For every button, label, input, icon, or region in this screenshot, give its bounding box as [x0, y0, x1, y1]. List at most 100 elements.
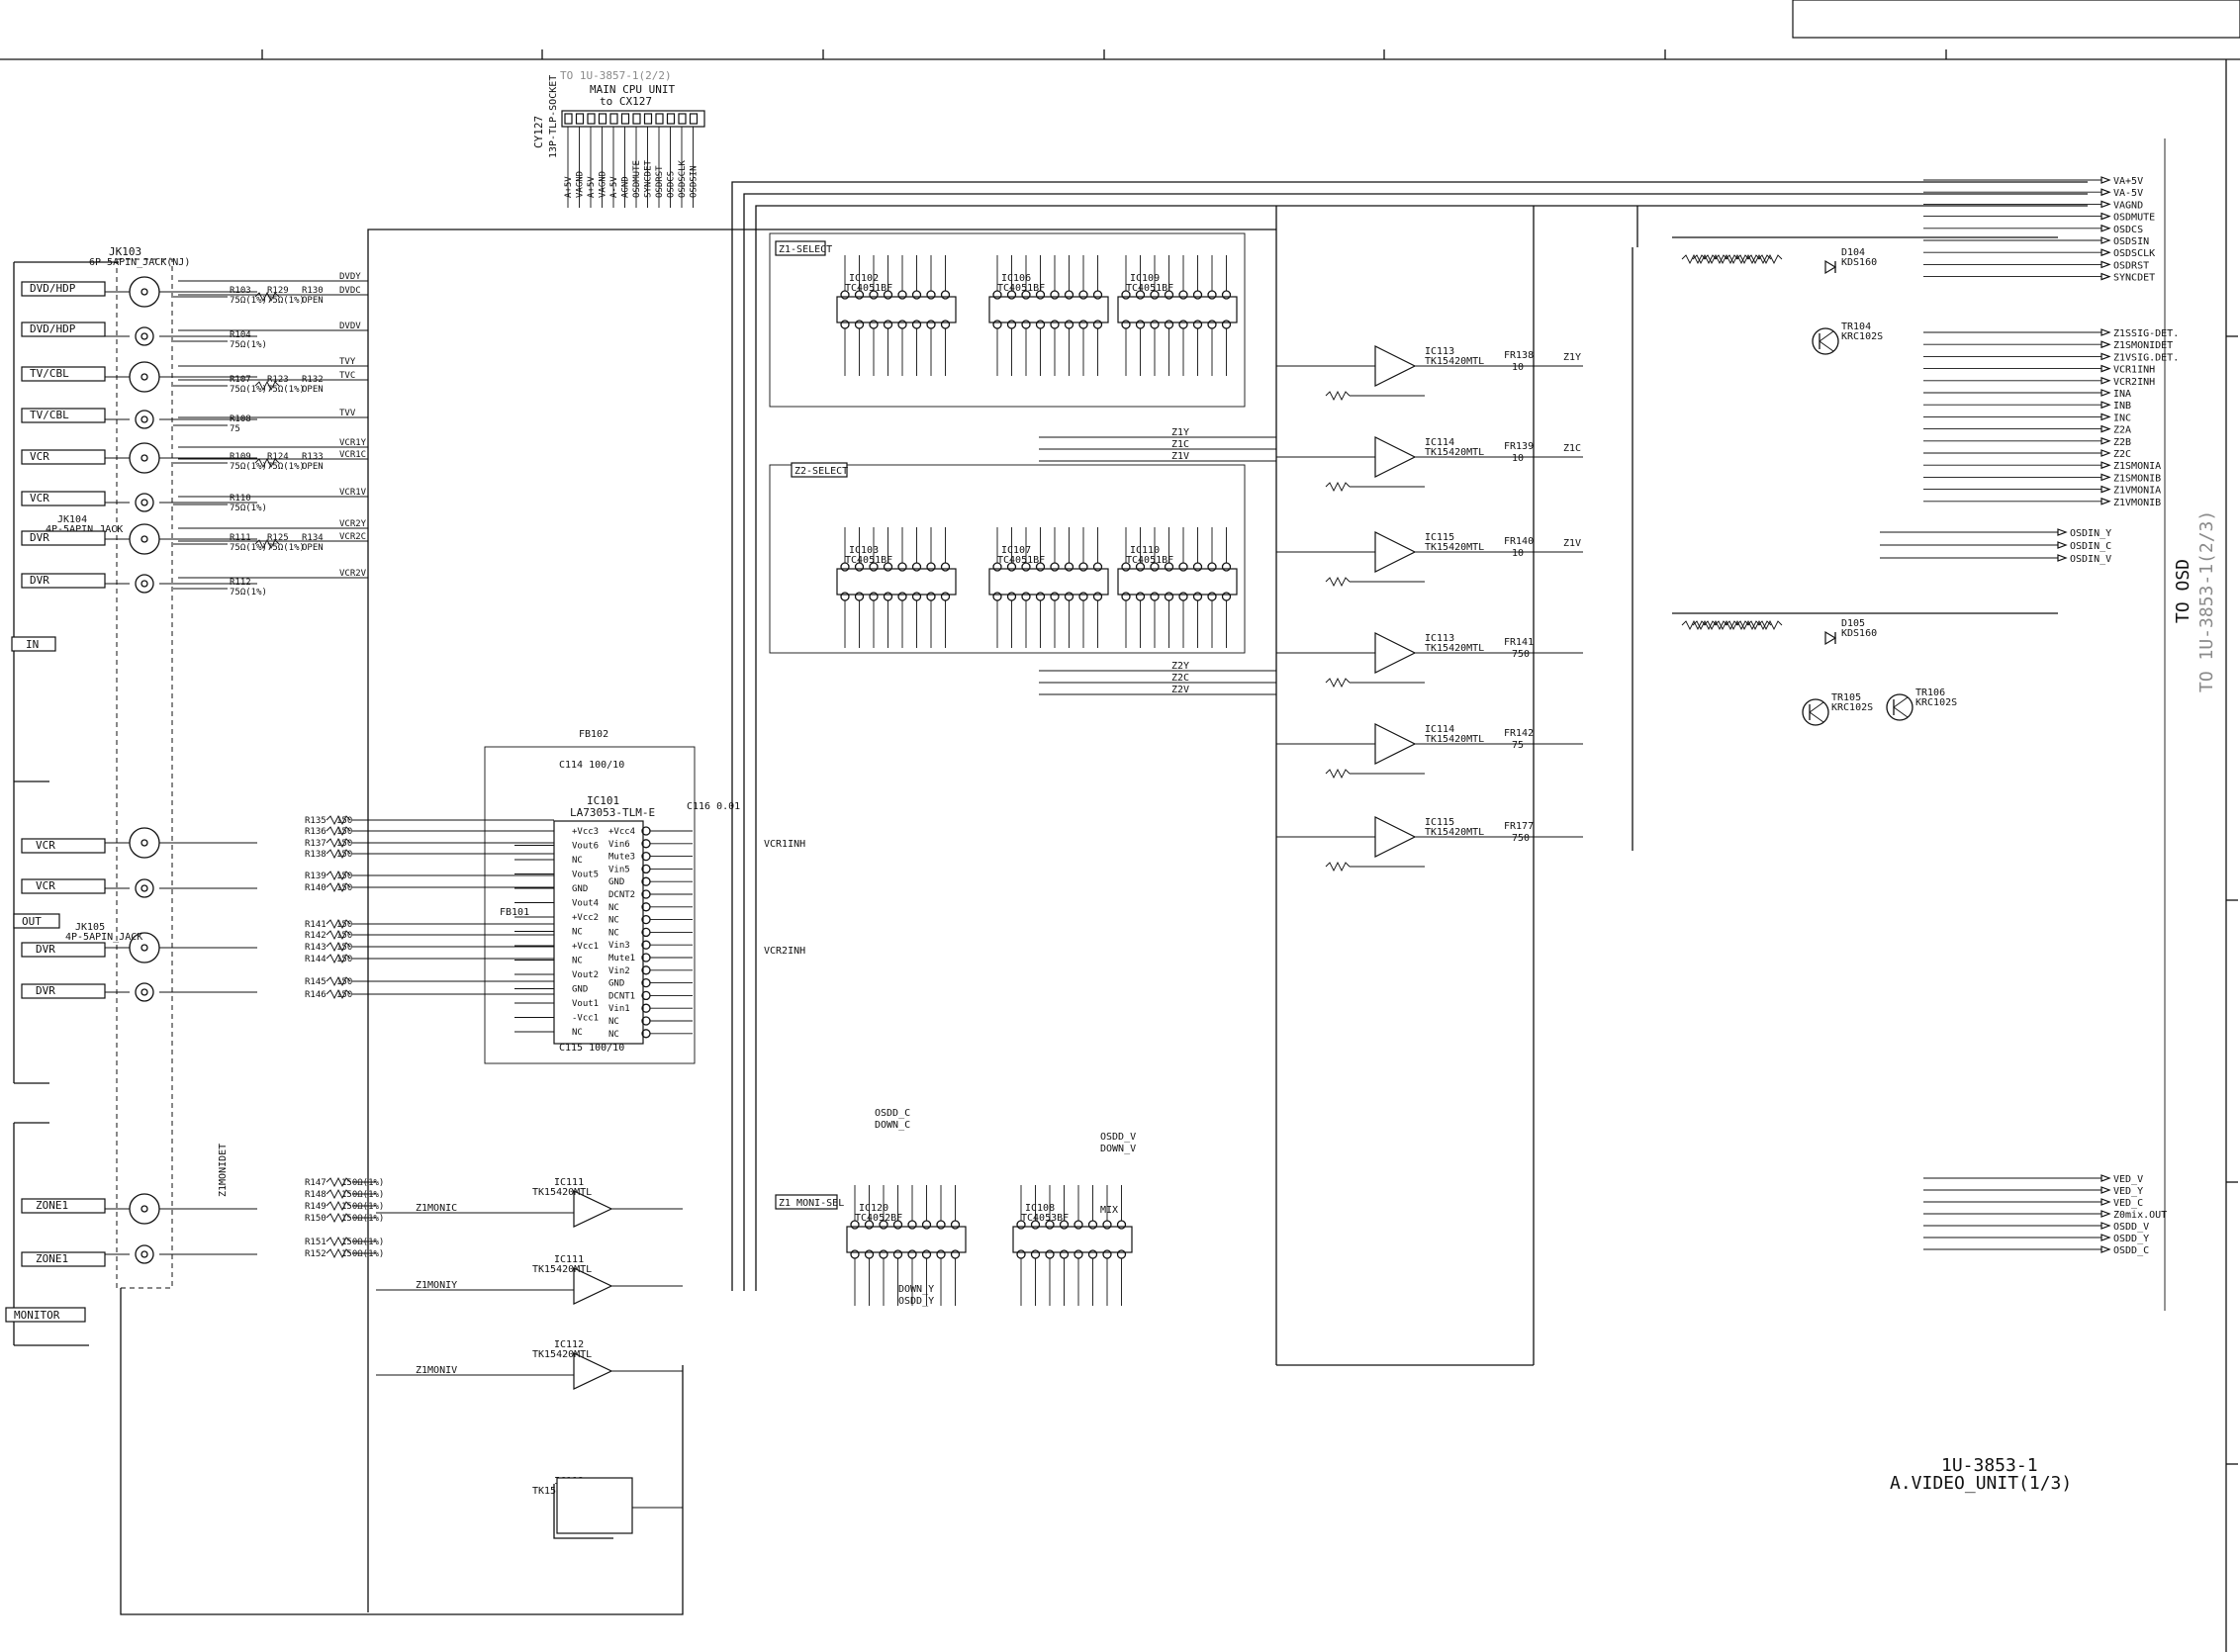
main-cpu-connector: TO 1U-3857-1(2/2) MAIN CPU UNIT to CX127…	[532, 69, 705, 208]
main-cpu-to-label: to CX127	[600, 95, 652, 108]
right-bottom-net-label: OSDD_C	[2113, 1245, 2149, 1256]
buffer-net: Z1MONIC	[416, 1203, 457, 1214]
right-output-nets-mid: Z1SSIG-DET.Z1SMONIDETZ1VSIG.DET.VCR1INHV…	[1923, 328, 2179, 508]
resistor-ref: R129	[267, 286, 289, 296]
jack-pin	[140, 839, 148, 847]
zone-net-label: Z2C	[1171, 673, 1189, 684]
right-osd-net-arrow	[2057, 554, 2068, 562]
resistor-symbol	[326, 1200, 351, 1212]
input-net-label: DVDC	[339, 286, 361, 296]
input-net-label: VCR1C	[339, 450, 366, 460]
opamp-out-value: 750	[1512, 649, 1530, 660]
ic101-right-pin: Vin5	[608, 865, 630, 874]
opamp-net: Z1Y	[1563, 352, 1581, 363]
resistor-ref: R146	[305, 990, 327, 1000]
jack-pin	[140, 499, 148, 506]
right-mid-net-label: VCR2INH	[2113, 377, 2155, 388]
opamp-out-value: 10	[1512, 362, 1524, 373]
connector-pin-label: AGND	[621, 176, 631, 198]
resistor-symbol	[326, 881, 351, 893]
mux-chip-body	[836, 568, 957, 596]
right-mid-net-arrow	[2100, 364, 2111, 373]
opamp-ref: IC114	[1425, 437, 1454, 448]
resistor-value: 150Ω(1%)	[341, 1214, 384, 1224]
resistor-symbol	[326, 848, 351, 860]
right-mid-net-arrow	[2100, 485, 2111, 494]
opamp-out-ref: FR140	[1504, 536, 1534, 547]
out-section-label: OUT	[22, 915, 42, 928]
opamp-ref: IC114	[1425, 724, 1454, 735]
in-section-box	[11, 636, 56, 652]
ic101-left-pin: GND	[572, 884, 588, 894]
monitor-section-box	[5, 1307, 86, 1323]
right-top-net-arrow	[2100, 176, 2111, 184]
input-jack-label: DVR	[30, 574, 49, 587]
transistor-symbol	[1802, 698, 1829, 726]
ic101-left-pin: +Vcc1	[572, 942, 599, 952]
mux-chip-part: TC4051BF	[997, 283, 1045, 294]
right-bottom-net-arrow	[2100, 1186, 2111, 1194]
transistor-ref: TR104	[1841, 321, 1871, 332]
top-ref-label: TO 1U-3857-1(2/2)	[560, 69, 672, 82]
mux-chip-ref: IC103	[849, 545, 879, 556]
right-top-net-label: OSDCS	[2113, 225, 2143, 235]
opamp-triangle	[1374, 632, 1417, 674]
input-net-label: DVDV	[339, 321, 361, 331]
ic101-amplifier: IC101 LA73053-TLM-E +Vcc3Vout6NCVout5GND…	[484, 729, 805, 1064]
ic101-left-pin: Vout1	[572, 999, 599, 1009]
out-section-box	[13, 913, 60, 929]
connector-pins	[564, 113, 699, 208]
c116-label: C116 0.01	[687, 801, 740, 812]
mux-chip-ref: IC120	[859, 1203, 888, 1214]
mux-chip-part: TC4051BF	[997, 555, 1045, 566]
right-top-net-arrow	[2100, 272, 2111, 281]
jk105-type: 4P-5APIN_JACK	[65, 932, 142, 943]
feedback-resistor	[1325, 576, 1351, 588]
opamp-ref: IC113	[1425, 633, 1454, 644]
connector-pin	[632, 113, 641, 125]
opamp-out-ref: FR139	[1504, 441, 1534, 452]
ic101-part: LA73053-TLM-E	[570, 806, 655, 819]
zone-net-label: Z2Y	[1171, 661, 1189, 672]
mux-chip-ref: IC110	[1130, 545, 1160, 556]
opamp-out-value: 75	[1512, 740, 1524, 751]
resistor-value: 75Ω(1%)	[230, 340, 267, 350]
ic101-right-pin: Vin2	[608, 966, 630, 976]
mux-chip-body	[836, 296, 957, 323]
jack-pin	[140, 988, 148, 996]
z1-moni-sel-label: Z1 MONI-SEL	[779, 1198, 844, 1209]
right-bottom-net-arrow	[2100, 1222, 2111, 1230]
mux-chip-body	[1117, 568, 1238, 596]
resistor-value: 75Ω(1%)	[267, 462, 305, 472]
diode-symbol	[1824, 259, 1837, 275]
input-net-label: TVV	[339, 409, 356, 418]
opamp-out-value: 10	[1512, 453, 1524, 464]
connector-pin	[689, 113, 699, 125]
jack-pin	[140, 415, 148, 423]
opamp-triangle	[1374, 723, 1417, 765]
ladder-resistor	[1735, 619, 1761, 631]
drawing-number: 1U-3853-1	[1941, 1455, 2038, 1476]
input-jack-label-box	[21, 530, 106, 546]
buffer-triangle	[573, 1352, 613, 1390]
jack-pin	[140, 332, 148, 340]
mux-chip-part: TC4051BF	[1126, 555, 1173, 566]
output-jack-label-box	[21, 838, 106, 854]
jack-circle	[135, 1244, 154, 1264]
transistor-symbol	[1886, 693, 1913, 721]
input-jack-label-box	[21, 449, 106, 465]
resistor-ref: R134	[302, 533, 324, 543]
right-top-net-label: OSDMUTE	[2113, 213, 2155, 224]
connector-pin-label: VAGND	[576, 171, 586, 198]
jack-pin	[140, 944, 148, 952]
transistor-emitter	[1893, 706, 1909, 718]
z2-select-block: Z2-SELECT	[791, 462, 848, 478]
vcr2inh-label: VCR2INH	[764, 946, 805, 957]
right-mid-net-label: Z1VSIG.DET.	[2113, 352, 2179, 363]
opamp-part: TK15420MTL	[1425, 734, 1484, 745]
resistor-ref: R125	[267, 533, 289, 543]
right-mid-net-label: Z2B	[2113, 437, 2131, 448]
buffer-part: TK15420MTL	[532, 1349, 592, 1360]
